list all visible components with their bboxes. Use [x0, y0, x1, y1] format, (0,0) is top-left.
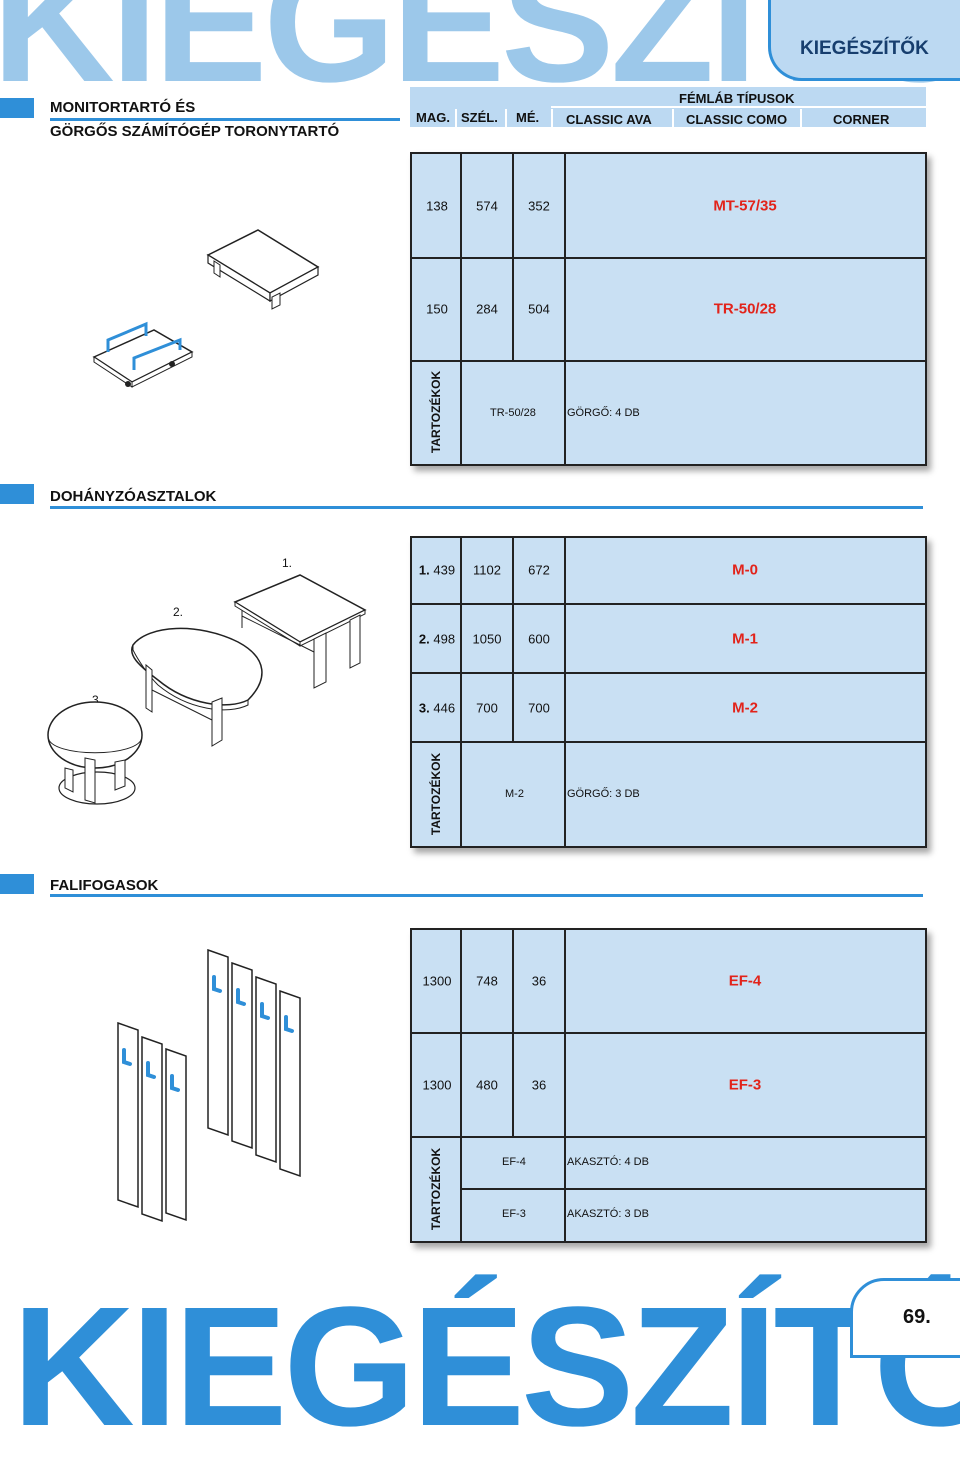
- section-subtitle: GÖRGŐS SZÁMÍTÓGÉP TORONYTARTÓ: [50, 123, 340, 140]
- cell-me: 504: [528, 301, 550, 317]
- cell-me: 36: [531, 1077, 547, 1093]
- row-divider: [410, 360, 925, 362]
- product-code: M-1: [732, 630, 758, 648]
- product-code: EF-3: [728, 1076, 762, 1094]
- row-divider: [410, 603, 925, 605]
- cell-mag: 1. 439: [418, 562, 456, 578]
- accessory-item: TR-50/28: [490, 407, 536, 419]
- section-underline: [50, 894, 923, 897]
- section-title: DOHÁNYZÓASZTALOK: [50, 488, 217, 505]
- image-label: 1.: [282, 556, 293, 570]
- col-divider: [564, 152, 566, 464]
- cell-mag: 138: [426, 198, 448, 214]
- page-number: 69.: [903, 1306, 931, 1328]
- spec-table-coffee: [410, 536, 927, 848]
- product-code: MT-57/35: [713, 197, 777, 215]
- image-label: 2.: [173, 605, 184, 619]
- cell-mag: 2. 498: [418, 631, 456, 647]
- cell-szel: 574: [476, 198, 498, 214]
- col-classic-ava: CLASSIC AVA: [566, 112, 652, 127]
- spec-table-monitor: [410, 152, 927, 466]
- col-divider: [512, 928, 514, 1136]
- col-divider: [512, 536, 514, 741]
- section-title: MONITORTARTÓ ÉS: [50, 99, 196, 116]
- section-underline: [50, 118, 400, 121]
- accessory-item: EF-4: [502, 1156, 526, 1168]
- header-divider: [672, 109, 674, 127]
- cell-mag: 1300: [422, 1077, 452, 1093]
- accessory-item: EF-3: [502, 1208, 526, 1220]
- header-divider: [551, 109, 553, 127]
- product-code: TR-50/28: [713, 300, 777, 318]
- accessory-item: M-2: [505, 788, 524, 800]
- section-marker: [0, 484, 34, 504]
- cell-mag: 150: [426, 301, 448, 317]
- section-title: FALIFOGASOK: [50, 877, 159, 894]
- accessories-label: TARTOZÉKOK: [429, 370, 443, 454]
- tower-holder-image: [92, 321, 194, 388]
- cell-mag: 3. 446: [418, 700, 456, 716]
- coffee-table-m1-image: [131, 627, 263, 747]
- section-underline: [50, 506, 923, 509]
- cell-me: 700: [528, 700, 550, 716]
- image-label: 3.: [92, 693, 103, 707]
- product-code: EF-4: [728, 972, 762, 990]
- cell-me: 36: [531, 973, 547, 989]
- accessory-desc: GÖRGŐ: 4 DB: [567, 407, 640, 419]
- col-divider: [460, 536, 462, 846]
- row-divider: [462, 1188, 925, 1190]
- header-divider: [455, 109, 457, 127]
- row-divider: [410, 1032, 925, 1034]
- monitor-stand-image: [206, 229, 320, 310]
- header-divider: [551, 106, 926, 108]
- col-me: MÉ.: [516, 110, 540, 125]
- cell-me: 672: [528, 562, 550, 578]
- spec-table-wall-hangers: [410, 928, 927, 1243]
- cell-me: 600: [528, 631, 550, 647]
- cell-me: 352: [528, 198, 550, 214]
- cell-szel: 480: [476, 1077, 498, 1093]
- cell-szel: 748: [476, 973, 498, 989]
- col-mag: MAG.: [416, 110, 450, 125]
- section-marker: [0, 98, 34, 118]
- accessory-desc: GÖRGŐ: 3 DB: [567, 788, 640, 800]
- col-divider: [564, 536, 566, 846]
- product-code: M-0: [732, 561, 758, 579]
- col-szel: SZÉL.: [461, 110, 498, 125]
- watermark-bottom: KIEGÉSZÍTŐK: [12, 1272, 960, 1462]
- header-divider: [800, 109, 802, 127]
- col-corner: CORNER: [833, 112, 890, 127]
- accessory-desc: AKASZTÓ: 4 DB: [567, 1156, 649, 1168]
- col-classic-como: CLASSIC COMO: [686, 112, 788, 127]
- wall-hanger-image: [117, 948, 301, 1223]
- row-divider: [410, 672, 925, 674]
- col-divider: [512, 152, 514, 360]
- coffee-table-m0-image: [233, 574, 367, 689]
- page-number-tab: 69.: [850, 1278, 960, 1358]
- coffee-table-m2-image: [47, 701, 143, 805]
- col-divider: [460, 152, 462, 464]
- cell-mag: 1300: [422, 973, 452, 989]
- product-code: M-2: [732, 699, 758, 717]
- row-divider: [410, 1136, 925, 1138]
- cell-szel: 1050: [472, 631, 502, 647]
- category-tab: [768, 0, 960, 81]
- accessories-label: TARTOZÉKOK: [429, 752, 443, 836]
- col-divider: [564, 928, 566, 1241]
- cell-szel: 700: [476, 700, 498, 716]
- cell-szel: 1102: [473, 562, 501, 578]
- category-tab-label: KIEGÉSZÍTŐK: [800, 38, 929, 59]
- accessories-label: TARTOZÉKOK: [429, 1147, 443, 1231]
- header-divider: [505, 109, 507, 127]
- col-divider: [460, 928, 462, 1241]
- accessory-desc: AKASZTÓ: 3 DB: [567, 1208, 649, 1220]
- cell-szel: 284: [476, 301, 498, 317]
- section-marker: [0, 874, 34, 894]
- row-divider: [410, 741, 925, 743]
- row-divider: [410, 257, 925, 259]
- col-femlab: FÉMLÁB TÍPUSOK: [679, 91, 795, 106]
